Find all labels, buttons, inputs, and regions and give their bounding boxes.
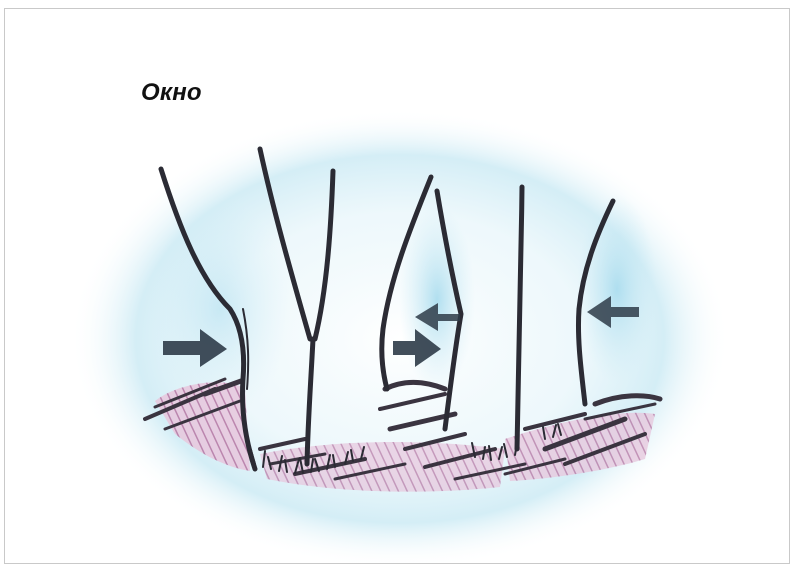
gap-wash-right <box>577 194 657 384</box>
pruning-illustration <box>5 9 790 564</box>
illustration-frame: Окно <box>4 8 790 564</box>
